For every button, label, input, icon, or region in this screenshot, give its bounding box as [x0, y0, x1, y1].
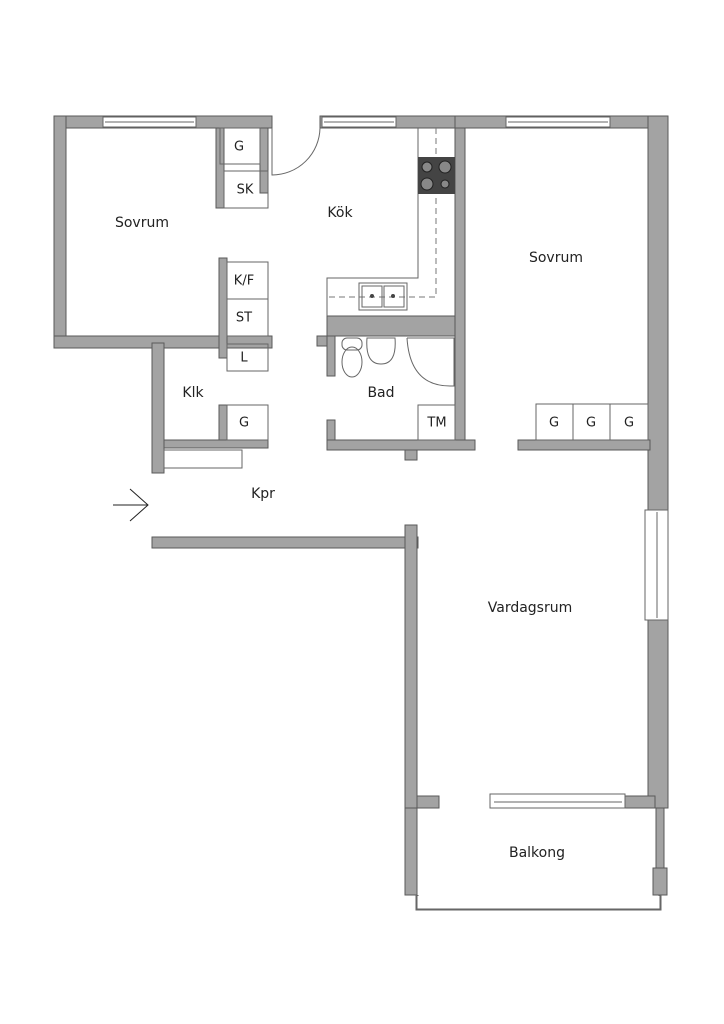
room-label-sovrum-left: Sovrum	[115, 215, 169, 231]
closet-label-g: G	[234, 140, 244, 155]
closet-label-g2: G	[586, 416, 596, 431]
washbasin-icon	[366, 337, 396, 365]
room-label-kok: Kök	[327, 205, 353, 221]
windows	[102, 116, 669, 809]
stove-icon	[418, 157, 455, 194]
closet-label-l: L	[240, 351, 248, 366]
room-label-balkong: Balkong	[509, 845, 565, 861]
room-label-kpr: Kpr	[251, 486, 275, 502]
closet-label-g-klk: G	[239, 416, 249, 431]
room-label-klk: Klk	[182, 385, 204, 401]
kitchen-door	[271, 127, 321, 176]
sink-icon	[358, 282, 408, 311]
kitchen-counter	[326, 128, 419, 316]
room-label-vardagsrum: Vardagsrum	[488, 600, 573, 616]
closet-label-tm: TM	[426, 416, 446, 431]
balcony-railing	[415, 895, 662, 911]
closet-label-g3: G	[624, 416, 634, 431]
room-label-bad: Bad	[367, 385, 394, 401]
closet-label-st: ST	[236, 311, 252, 326]
closets	[219, 127, 649, 441]
closet-label-g1: G	[549, 416, 559, 431]
room-label-sovrum-right: Sovrum	[529, 250, 583, 266]
toilet-icon	[341, 337, 363, 378]
entrance-arrow-icon	[113, 488, 149, 522]
shower-icon	[406, 337, 455, 387]
closet-label-kf: K/F	[234, 274, 254, 289]
walls	[53, 115, 669, 896]
closet-label-sk: SK	[237, 183, 254, 198]
